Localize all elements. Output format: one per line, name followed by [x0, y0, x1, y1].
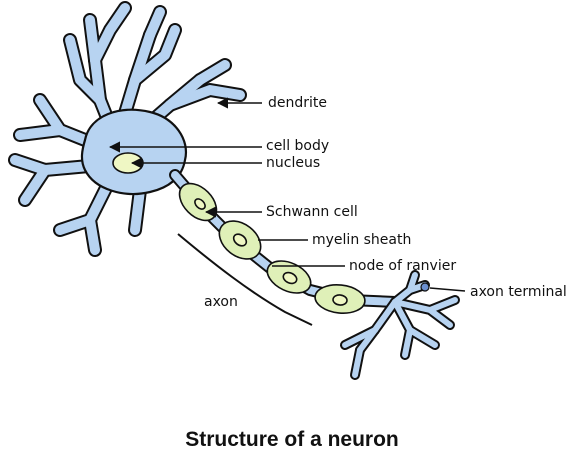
label-myelin-sheath: myelin sheath	[312, 232, 411, 248]
label-axon-terminal: axon terminal	[470, 284, 567, 300]
label-nucleus: nucleus	[266, 155, 320, 171]
label-node-of-ranvier: node of ranvier	[349, 258, 456, 274]
label-cell-body: cell body	[266, 138, 329, 154]
label-axon: axon	[204, 294, 238, 310]
diagram-title: Structure of a neuron	[185, 428, 399, 451]
axon-bracket	[177, 233, 313, 326]
schwann-cell	[314, 284, 366, 314]
axon-terminal-knob	[420, 282, 430, 292]
pointers	[108, 97, 466, 292]
pointer-axon-terminal	[429, 287, 466, 292]
label-schwann-cell: Schwann cell	[266, 204, 358, 220]
label-dendrite: dendrite	[268, 95, 327, 111]
schwann-cell	[218, 220, 262, 260]
axon-terminal-branches	[340, 270, 460, 380]
cell-body	[80, 108, 188, 196]
schwann-cell	[266, 260, 312, 294]
myelin-sheath	[178, 182, 366, 314]
